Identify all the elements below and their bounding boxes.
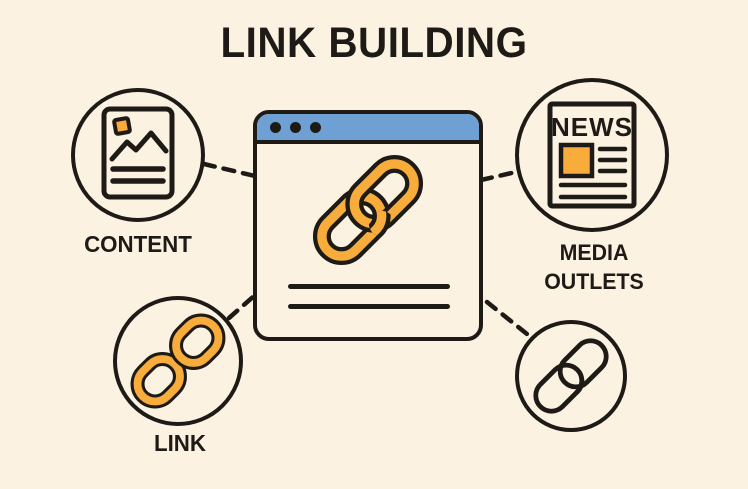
article-image-icon <box>101 106 175 200</box>
browser-window <box>253 110 483 341</box>
page-text-line <box>288 304 450 309</box>
page-text-line <box>288 284 450 289</box>
newspaper-icon: NEWS <box>547 101 637 209</box>
connector-content-window <box>201 161 258 179</box>
window-dot <box>270 121 281 133</box>
node-media-outlets-label: MEDIA OUTLETS <box>516 238 671 296</box>
diagram-title: LINK BUILDING <box>220 19 528 67</box>
chain-link-icon <box>312 154 424 266</box>
window-dot <box>290 121 301 133</box>
connector-link-window <box>226 293 257 321</box>
newspaper-masthead: NEWS <box>551 112 633 142</box>
node-link <box>113 296 243 426</box>
chain-link-filled-icon <box>130 313 226 409</box>
connector-window-media <box>478 169 519 183</box>
chain-link-outline-icon <box>533 338 609 414</box>
node-backlink <box>515 320 627 432</box>
browser-titlebar <box>257 114 479 144</box>
browser-body <box>257 144 479 332</box>
connector-window-backlink <box>484 299 535 341</box>
node-content <box>71 88 205 222</box>
node-media-outlets: NEWS <box>515 78 669 232</box>
node-content-label: CONTENT <box>84 231 192 257</box>
node-media-label-line2: OUTLETS <box>544 269 644 294</box>
node-link-label: LINK <box>153 430 207 456</box>
window-dot <box>310 121 321 133</box>
node-media-label-line1: MEDIA <box>559 240 629 265</box>
